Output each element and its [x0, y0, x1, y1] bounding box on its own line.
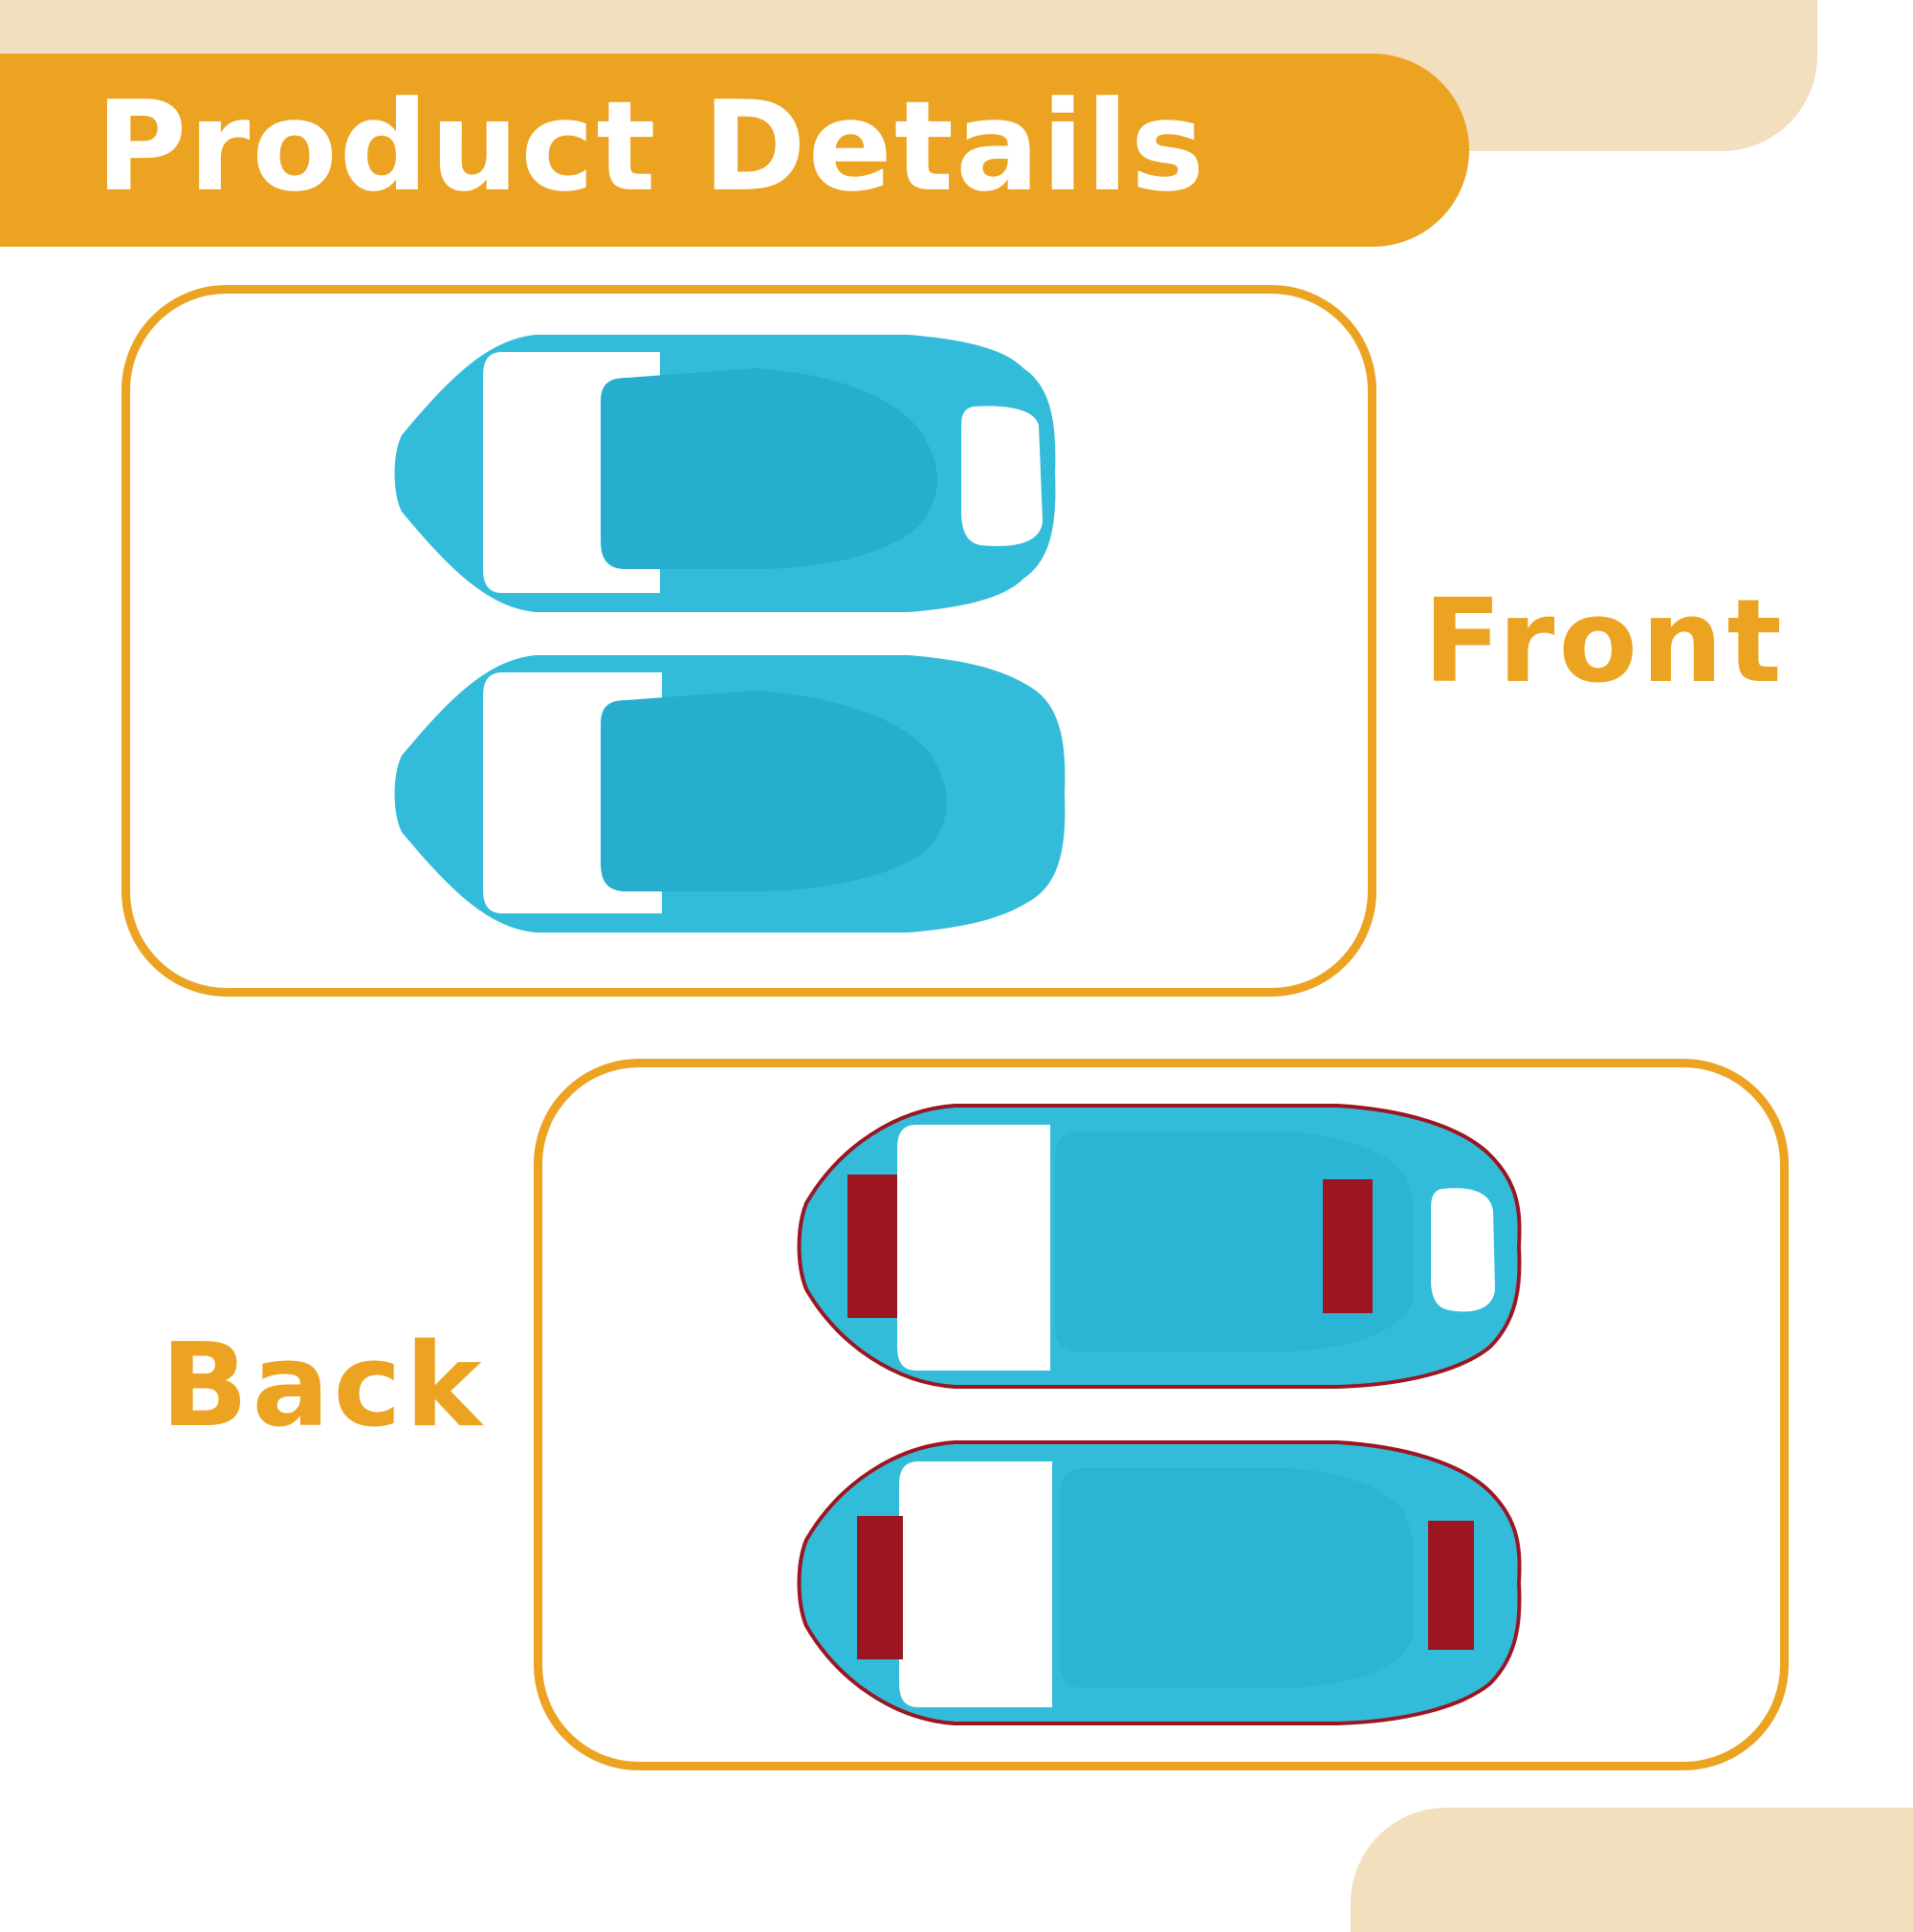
door-handle-cover-icon	[792, 1098, 1528, 1394]
front-label: Front	[1423, 576, 1786, 709]
adhesive-tape-icon	[857, 1516, 903, 1659]
adhesive-tape-icon	[1323, 1179, 1373, 1313]
adhesive-tape-icon	[847, 1175, 897, 1318]
back-label: Back	[161, 1320, 486, 1453]
door-handle-cover-icon	[392, 650, 1100, 937]
door-handle-cover-icon	[392, 330, 1090, 617]
door-handle-cover-icon	[792, 1435, 1528, 1731]
adhesive-tape-icon	[1428, 1521, 1474, 1650]
bottom-decor-band	[1351, 1808, 1913, 1932]
page-title: Product Details	[96, 74, 1207, 219]
title-banner	[0, 54, 1469, 247]
